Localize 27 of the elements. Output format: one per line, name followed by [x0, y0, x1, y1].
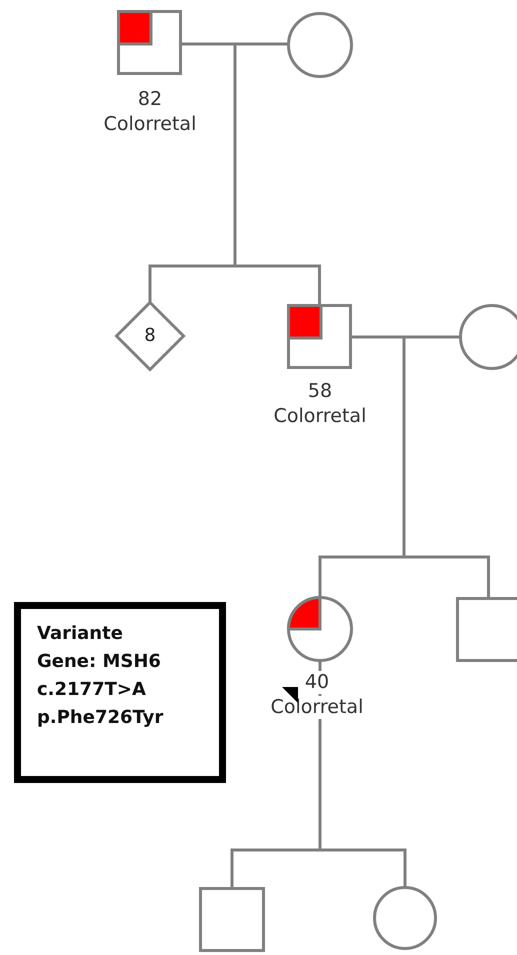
pedigree-line — [402, 336, 406, 558]
pedigree-line — [318, 556, 406, 598]
male-square — [117, 10, 182, 75]
male-square — [199, 887, 265, 952]
variant-text: p.Phe726Tyr — [37, 707, 164, 728]
female-circle — [373, 886, 437, 950]
female-circle — [287, 12, 353, 78]
pedigree-line — [148, 264, 236, 302]
male-square — [287, 304, 352, 369]
variant-text: Variante — [37, 623, 124, 644]
pedigree-line — [234, 42, 236, 268]
female-circle — [287, 596, 353, 662]
pedigree-line — [234, 264, 321, 306]
pedigree-line — [234, 42, 288, 46]
sibling-count: 8 — [144, 327, 156, 345]
pedigree-line — [180, 42, 236, 46]
pedigree-line — [230, 848, 322, 888]
pedigree-line — [350, 336, 406, 338]
variant-text: Gene: MSH6 — [37, 651, 162, 672]
variant-note — [14, 602, 226, 783]
variant-text: c.2177T>A — [37, 679, 147, 700]
pedigree-line — [318, 848, 406, 888]
diagnosis-label: Colorretal — [270, 696, 364, 719]
unknown-sex-diamond — [115, 301, 185, 371]
age-label: 40 — [304, 671, 330, 694]
pedigree-line — [402, 336, 460, 338]
pedigree-line — [402, 556, 490, 598]
